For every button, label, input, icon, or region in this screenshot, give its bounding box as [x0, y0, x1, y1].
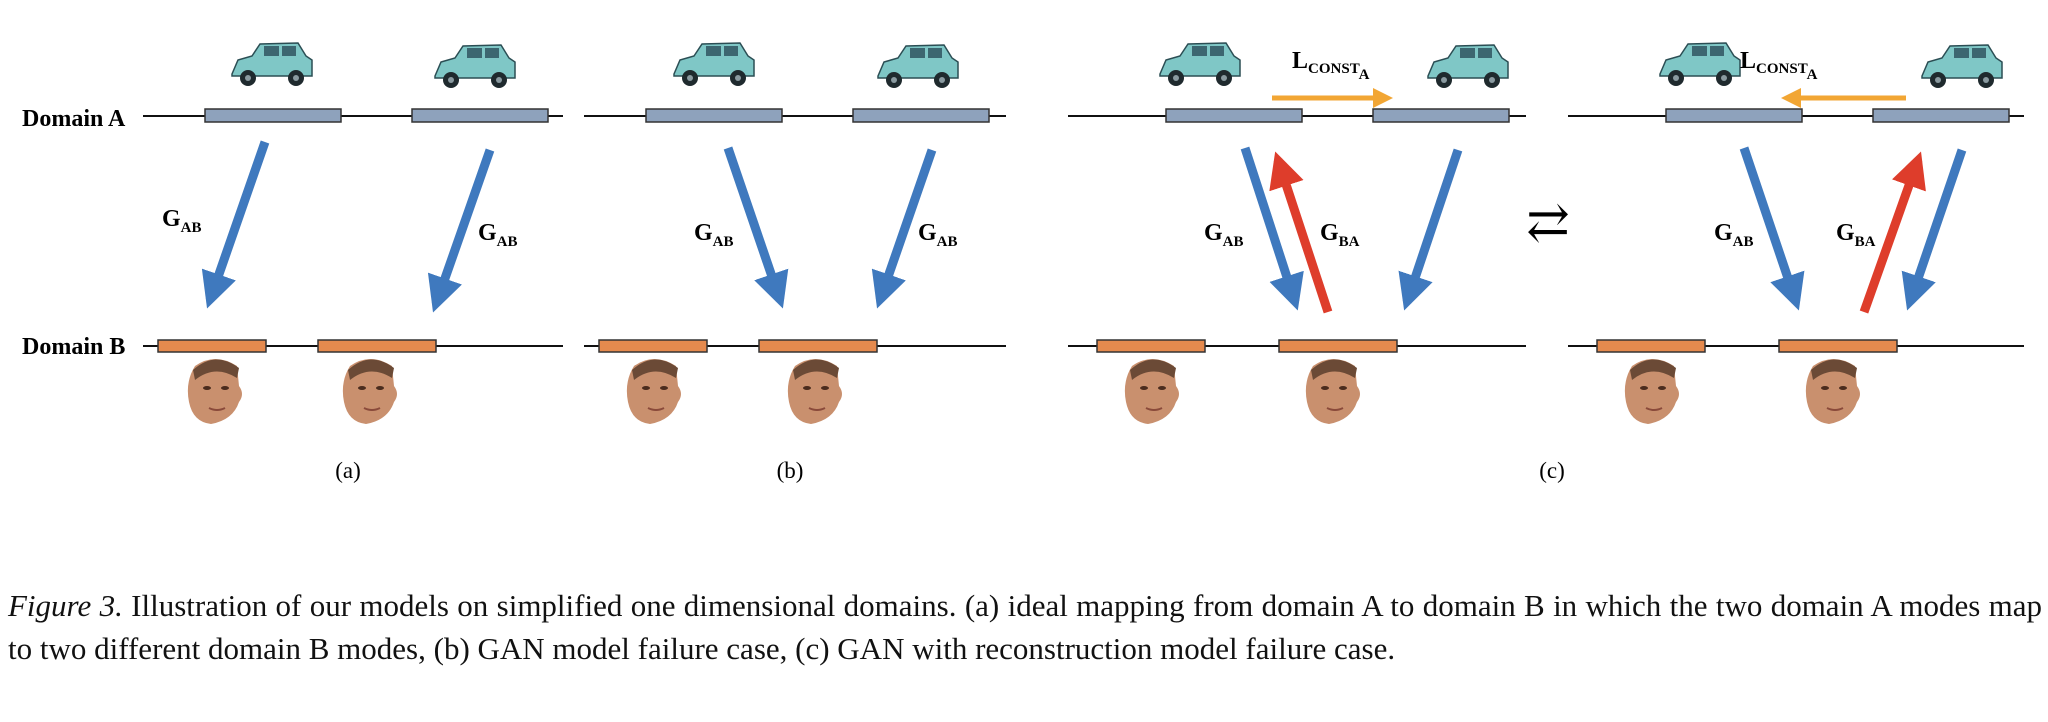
g-ab-arrow: [427, 148, 495, 313]
g-ba-label: GBA: [1320, 220, 1360, 250]
const-loss-label: LCONSTA: [1292, 48, 1370, 83]
mode-a-c2: [1372, 108, 1510, 123]
figure-diagram: Domain A Domain B: [22, 42, 2024, 483]
car-image: [1427, 44, 1509, 89]
mode-a-c4: [1872, 108, 2010, 123]
mode-b-c4: [1778, 339, 1898, 353]
mode-a-b2: [852, 108, 990, 123]
g-ab-arrows: [201, 140, 1967, 313]
face-image: [1804, 358, 1861, 425]
mode-a-a2: [411, 108, 549, 123]
mode-a-c3: [1665, 108, 1803, 123]
car-image: [434, 44, 516, 89]
mode-a-a1: [204, 108, 342, 123]
g-ab-arrow: [1398, 148, 1463, 311]
domain-b-label: Domain B: [22, 334, 125, 360]
caption-lead: Figure 3.: [8, 588, 123, 623]
face-image: [1123, 358, 1180, 425]
mode-b-a1: [157, 339, 267, 353]
mode-b-b2: [758, 339, 878, 353]
g-ab-arrow: [871, 148, 937, 309]
g-ab-arrow: [1739, 146, 1805, 311]
car-image: [1159, 42, 1241, 87]
g-ba-arrow: [1269, 151, 1333, 314]
mode-a-c1: [1165, 108, 1303, 123]
domain-a-label: Domain A: [22, 106, 126, 132]
car-image: [231, 42, 313, 87]
mode-b-a2: [317, 339, 437, 353]
figure-caption: Figure 3. Illustration of our models on …: [8, 584, 2042, 670]
mode-b-c2: [1278, 339, 1398, 353]
panel-label-a: (a): [335, 458, 361, 483]
mode-a-b1: [645, 108, 783, 123]
g-ab-label: GAB: [1714, 220, 1754, 250]
car-image: [1659, 42, 1741, 87]
face-image: [786, 358, 843, 425]
g-ab-arrow: [201, 140, 270, 309]
car-image: [877, 44, 959, 89]
caption-text: Illustration of our models on simplified…: [8, 588, 2042, 666]
g-ab-arrow: [1901, 148, 1967, 311]
car-image: [1921, 44, 2003, 89]
face-image: [625, 358, 682, 425]
panel-label-c: (c): [1539, 458, 1565, 483]
g-ba-arrows: [1269, 151, 1926, 314]
g-ab-label: GAB: [1204, 220, 1244, 250]
domain-b-modes: [157, 339, 1898, 353]
const-loss-label: LCONSTA: [1740, 48, 1818, 83]
g-ab-arrow: [723, 146, 789, 309]
mode-b-b1: [598, 339, 708, 353]
g-ab-arrow: [1240, 146, 1304, 311]
g-ba-label: GBA: [1836, 220, 1876, 250]
g-ab-label: GAB: [478, 220, 518, 250]
mode-b-c3: [1596, 339, 1706, 353]
face-image: [1623, 358, 1680, 425]
swap-symbol: ⇄: [1526, 195, 1570, 252]
g-ab-label: GAB: [162, 206, 202, 236]
face-image: [1304, 358, 1361, 425]
mode-b-c1: [1096, 339, 1206, 353]
car-image: [673, 42, 755, 87]
panel-label-b: (b): [777, 458, 804, 483]
face-image: [341, 358, 398, 425]
g-ab-label: GAB: [918, 220, 958, 250]
domain-a-modes: [204, 108, 2010, 123]
g-ba-arrow: [1859, 151, 1926, 314]
g-ab-label: GAB: [694, 220, 734, 250]
face-image: [186, 358, 243, 425]
